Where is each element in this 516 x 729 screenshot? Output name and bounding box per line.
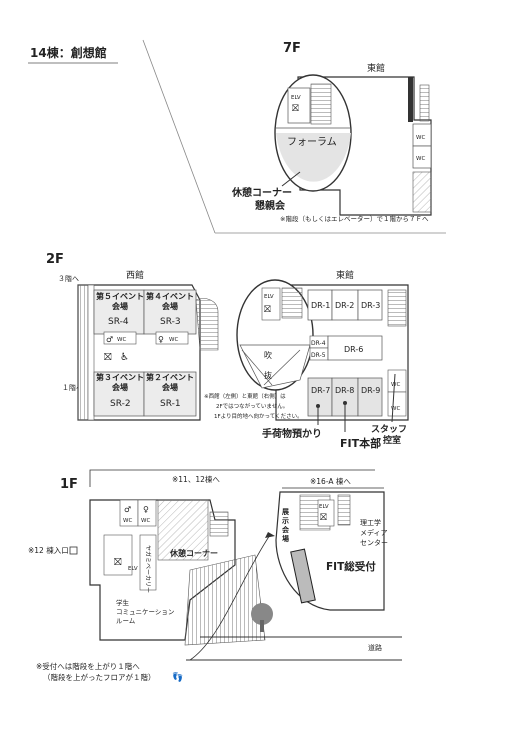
west-building-label: 西館 <box>126 269 144 281</box>
media-center-3: センター <box>360 538 388 547</box>
lounge-1f-label: 休憩コーナー <box>169 548 218 558</box>
event2-label-b: 会場 <box>162 382 178 392</box>
event5-label-b: 会場 <box>112 301 128 311</box>
elevator-icon-2f-east: ⛝ <box>264 305 271 315</box>
fit-reception-label: FIT総受付 <box>326 560 376 573</box>
forum-label: フォーラム <box>287 136 337 148</box>
floor-7f-note: ※階段（もしくはエレベーター）で１階から７Ｆへ <box>280 214 429 223</box>
wheelchair-icon: ♿ <box>120 352 129 363</box>
east-building-label-2f: 東館 <box>336 269 354 281</box>
event5-label-a: 第５イベント <box>96 291 144 301</box>
elevator-icon-1f: ⛝ <box>114 557 122 568</box>
floor-1f-label: 1F <box>60 477 78 492</box>
dr3-label: DR-3 <box>361 301 380 310</box>
event4-label-a: 第４イベント <box>146 291 194 301</box>
fukinuke-1: 吹 <box>264 350 272 360</box>
floor-1f-note-2: （階段を上がったフロアが１階） <box>43 672 156 682</box>
wc-1f-2: WC <box>141 518 150 524</box>
dr4-label: DR-4 <box>311 340 326 347</box>
sr4-label: SR-4 <box>108 317 129 327</box>
entrance-12-label: ※12 棟入口 <box>28 545 69 555</box>
east-building-label-7f: 東館 <box>367 62 385 74</box>
media-center-1: 理工学 <box>360 518 381 527</box>
floor-7f-label: 7F <box>283 41 301 56</box>
floor-2f-label: 2F <box>46 252 64 267</box>
page-title: 14棟：創想館 <box>30 45 107 60</box>
staff-label-1: スタッフ <box>371 423 407 435</box>
to-bldg-16a: ※16-A 棟へ <box>310 476 351 486</box>
event3-label-b: 会場 <box>112 382 128 392</box>
lounge-7f-label: 休憩コーナー <box>231 186 292 199</box>
baggage-label: 手荷物預かり <box>262 427 322 440</box>
fukinuke-2: 抜 <box>264 370 272 380</box>
wc-1f-1: WC <box>123 518 132 524</box>
exhibit-2: 示 <box>281 517 289 525</box>
to-1f-label: １階へ <box>62 383 83 392</box>
event3-label-a: 第３イベント <box>96 372 144 382</box>
wc-1f-icon-2: ♀ <box>143 505 149 514</box>
media-center-2: メディア <box>360 528 388 537</box>
to-bldg-11-12: ※11、12棟へ <box>172 474 220 484</box>
dr2-label: DR-2 <box>335 301 354 310</box>
footprint-icon: 👣 <box>172 671 183 683</box>
person-icon-wc-left: ♂ <box>106 335 113 344</box>
elv2-1f: ELV <box>319 504 329 510</box>
exhibit-1: 展 <box>281 507 290 516</box>
fit-hq-label: FIT本部 <box>340 436 381 450</box>
reception-party-label: 懇親会 <box>255 199 285 212</box>
elevator-icon-2f-west: ⛝ <box>104 352 112 363</box>
tree-icon <box>251 603 273 625</box>
floor-2f-note-2: 2Fではつながっていません。 <box>216 402 288 410</box>
student-room-3: ルーム <box>116 617 136 625</box>
elv-7f: ELV <box>291 95 301 101</box>
student-room-1: 学生 <box>116 598 130 607</box>
sr3-label: SR-3 <box>160 317 181 327</box>
dr1-label: DR-1 <box>311 301 330 310</box>
floor-2f-note-3: 1Fより目的地へ向かってください。 <box>214 412 303 420</box>
student-room-2: コミュニケーション <box>116 608 174 616</box>
wc-2f-right: WC <box>169 337 178 343</box>
exhibit-4: 場 <box>282 534 289 543</box>
floor-1f-note-1: ※受付へは階段を上がり１階へ <box>36 661 140 671</box>
wc-2f-east-2: WC <box>391 406 400 412</box>
sr2-label: SR-2 <box>110 399 131 409</box>
wc-2f-east-1: WC <box>391 382 400 388</box>
wc-2f-left: WC <box>117 337 126 343</box>
sr1-label: SR-1 <box>160 399 181 409</box>
person-icon-wc-right: ♀ <box>158 335 164 344</box>
to-3f-label: ３階へ <box>58 274 79 283</box>
dr7-label: DR-7 <box>311 386 330 395</box>
road-label: 道路 <box>368 643 382 652</box>
fit-reception-desk <box>290 548 316 604</box>
event2-label-a: 第２イベント <box>146 372 194 382</box>
dr9-label: DR-9 <box>361 386 380 395</box>
floor-1f: 1F ※11、12棟へ ※16-A 棟へ ※12 棟入口 ♂ ♀ WC WC ⛝… <box>28 469 402 683</box>
event4-label-b: 会場 <box>162 301 178 311</box>
dr6-label: DR-6 <box>344 345 363 354</box>
floor-7f: 7F 東館 WC WC ELV ⛝ フォーラム 休憩コーナー 懇親会 ※階段（も… <box>142 39 446 234</box>
staff-label-2: 控室 <box>383 434 401 446</box>
floor-2f: 2F 西館 ３階へ １階へ 第５イベント 会場 SR-4 第４イベント 会場 S… <box>46 252 409 450</box>
elv-1f: ELV <box>128 566 138 572</box>
dr8-label: DR-8 <box>335 386 354 395</box>
bakery-label: ヤガミベーカリー <box>144 545 152 593</box>
elevator-icon-7f: ⛝ <box>292 104 299 114</box>
elevator-icon-1f-east: ⛝ <box>320 513 327 523</box>
wc-7f-2: WC <box>416 156 425 162</box>
wc-1f-icon-1: ♂ <box>124 505 131 514</box>
floor-2f-note-1: ※西館（左側）と東館（右側）は <box>204 392 286 400</box>
elv-2f: ELV <box>264 294 274 300</box>
dr5-label: DR-5 <box>311 352 326 359</box>
exhibit-3: 会 <box>282 525 290 534</box>
wc-7f-1: WC <box>416 135 425 141</box>
